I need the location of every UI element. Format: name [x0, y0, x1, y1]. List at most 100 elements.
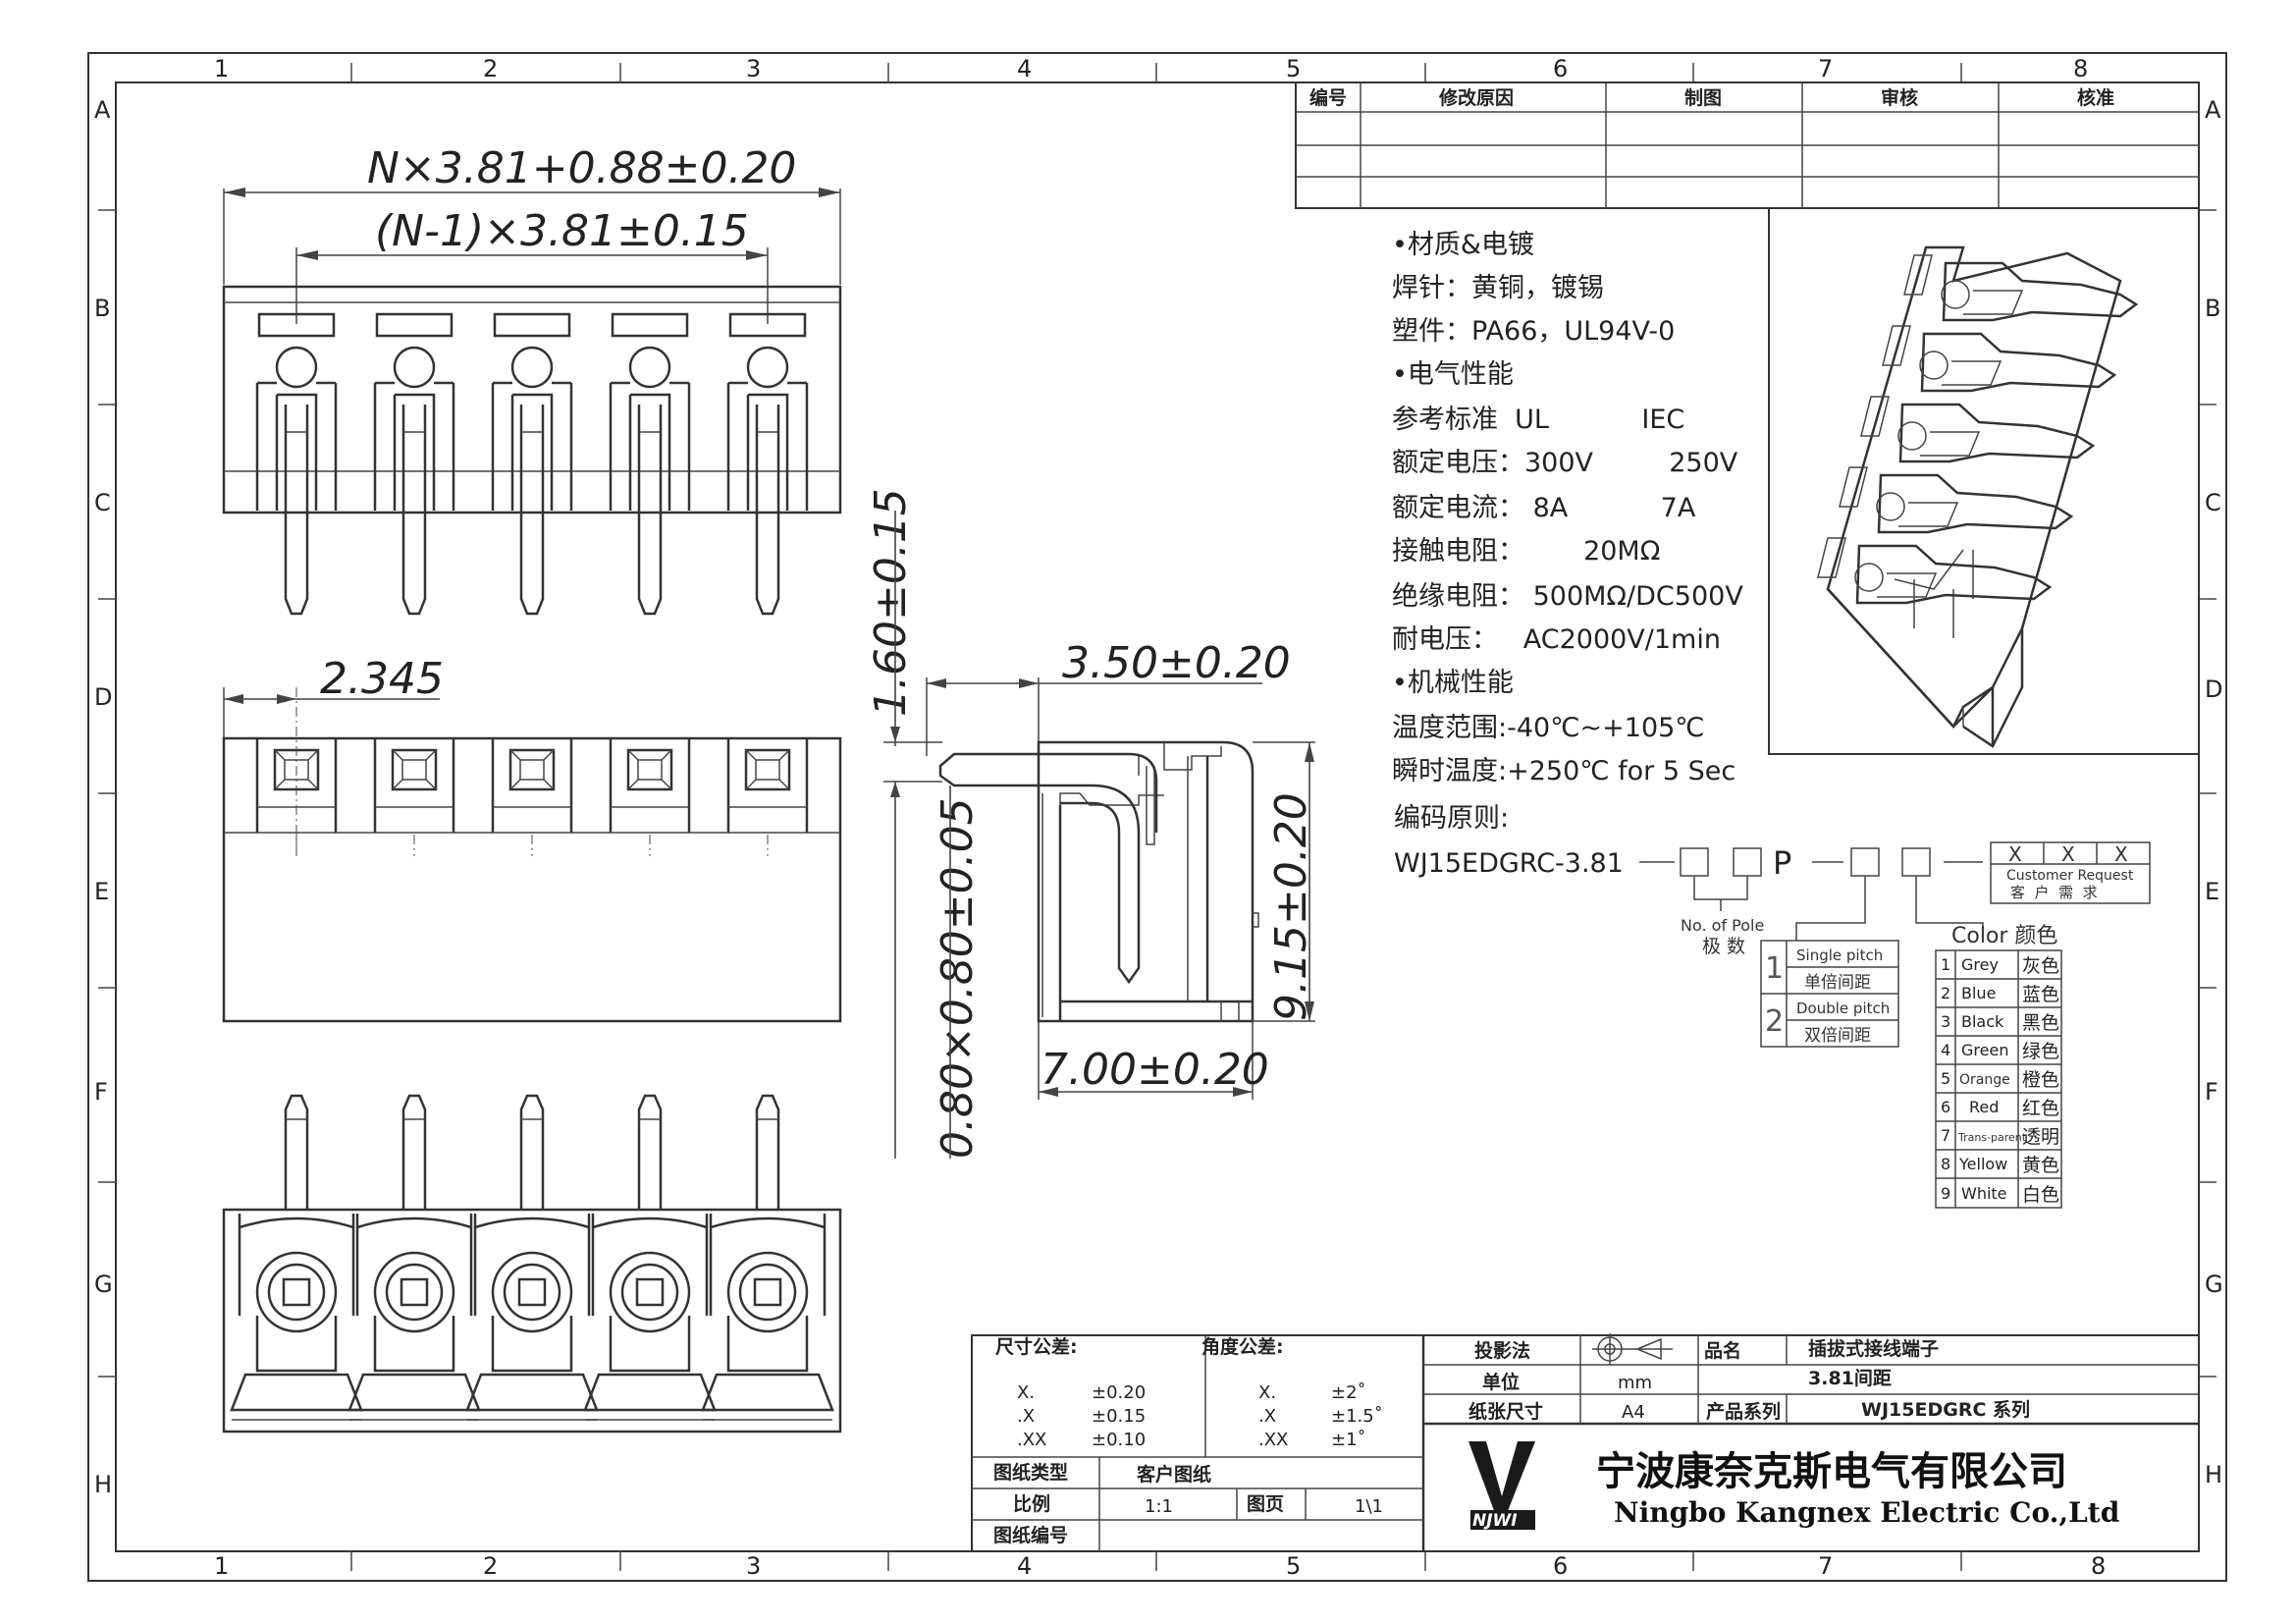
- color-row-6: 6 Red 红色: [1941, 1098, 2059, 1119]
- pitch-option-2-num: 2: [1765, 1004, 1784, 1039]
- color-8-cn: 黄色: [2022, 1155, 2059, 1176]
- angle-tol-k-2: .X: [1258, 1406, 1276, 1427]
- size-tol-k-3: .XX: [1017, 1430, 1046, 1450]
- color-1-en: Grey: [1961, 955, 1999, 974]
- color-1-num: 1: [1941, 955, 1950, 974]
- dim-overall-width: N×3.81+0.88±0.20: [367, 143, 796, 193]
- rear-view-cells: [230, 1094, 834, 1421]
- zone-row-h-right: H: [2205, 1461, 2222, 1488]
- color-2-num: 2: [1941, 984, 1950, 1002]
- rear-cell-2: [347, 1094, 481, 1421]
- angle-tol-k-3: .XX: [1258, 1430, 1288, 1450]
- top-slot-4: [609, 738, 691, 856]
- zone-col-8: 8: [2073, 55, 2088, 82]
- iso-slots: [1817, 254, 2139, 605]
- angle-tol-v-3: ±1˚: [1331, 1430, 1366, 1450]
- zone-row-g-right: G: [2205, 1271, 2223, 1298]
- color-4-en: Green: [1961, 1041, 2008, 1059]
- color-row-2: 2 Blue 蓝色: [1941, 984, 2059, 1005]
- pitch-option-1-cn: 单倍间距: [1804, 973, 1871, 993]
- size-tol-v-2: ±0.15: [1092, 1406, 1146, 1427]
- color-9-num: 9: [1941, 1184, 1950, 1203]
- drawing-type-value: 客户图纸: [1137, 1463, 1211, 1486]
- spec-line-13: 瞬时温度:+250℃ for 5 Sec: [1392, 756, 1735, 786]
- dim-edge-offset: 2.345: [320, 654, 444, 704]
- zone-col-3: 3: [746, 55, 761, 82]
- code-poles-cn: 极 数: [1702, 936, 1745, 957]
- projection-label: 投影法: [1474, 1339, 1530, 1362]
- pitch-option-2-cn: 双倍间距: [1804, 1026, 1871, 1046]
- drawing-type-label: 图纸类型: [993, 1461, 1068, 1484]
- front-pin-2: [373, 312, 455, 616]
- series-value: WJ15EDGRC 系列: [1861, 1399, 2030, 1421]
- scale-label: 比例: [1013, 1492, 1050, 1515]
- spec-line-1: •材质&电镀: [1392, 230, 1534, 260]
- zone-row-a: A: [94, 96, 111, 124]
- color-6-cn: 红色: [2022, 1098, 2059, 1119]
- color-3-en: Black: [1961, 1012, 2004, 1031]
- company-logo: [1468, 1441, 1535, 1530]
- product-name-label: 品名: [1704, 1339, 1741, 1362]
- title-block: 尺寸公差: X. ±0.20 .X ±0.15 .XX ±0.10 角度公差: …: [971, 1333, 2200, 1552]
- color-row-1: 1 Grey 灰色: [1941, 955, 2059, 977]
- angle-tolerance-label: 角度公差:: [1201, 1335, 1284, 1358]
- color-rows: 1 Grey 灰色 2 Blue 蓝色 3 Black 黑色: [1936, 955, 2061, 1206]
- front-pin-5: [726, 312, 809, 616]
- rev-header-checked: 审核: [1881, 86, 1918, 109]
- company-name-cn: 宁波康奈克斯电气有限公司: [1596, 1448, 2067, 1494]
- top-view: 2.345: [222, 654, 842, 1023]
- spec-line-10: 耐电压： AC2000V/1min: [1392, 624, 1721, 655]
- top-slot-2: [373, 738, 455, 856]
- spec-line-12: 温度范围:-40℃~+105℃: [1392, 713, 1705, 743]
- zone-row-a-right: A: [2205, 96, 2221, 124]
- scale-value: 1:1: [1145, 1496, 1173, 1517]
- color-3-cn: 黑色: [2022, 1012, 2059, 1034]
- pitch-option-1-en: Single pitch: [1796, 947, 1883, 964]
- page-label: 图页: [1247, 1493, 1284, 1515]
- size-tol-v-1: ±0.20: [1092, 1382, 1146, 1403]
- size-tol-k-2: .X: [1017, 1406, 1035, 1427]
- side-view: 1.60±0.15 0.80×0.80±0.05 3.50±0.20: [866, 488, 1316, 1159]
- zone-col-2-bottom: 2: [483, 1552, 498, 1580]
- rear-view: [222, 1094, 842, 1434]
- color-4-num: 4: [1941, 1041, 1950, 1059]
- front-view: N×3.81+0.88±0.20 (N-1)×3.81±0.15: [222, 143, 842, 616]
- drawing-number-label: 图纸编号: [993, 1524, 1068, 1546]
- zone-row-f: F: [94, 1078, 108, 1106]
- color-6-num: 6: [1941, 1098, 1950, 1116]
- spec-line-11: •机械性能: [1392, 668, 1514, 698]
- color-9-cn: 白色: [2022, 1184, 2059, 1206]
- revision-table: 编号 修改原因 制图 审核 核准: [1295, 81, 2200, 209]
- projection-symbol-icon: [1592, 1333, 1673, 1365]
- front-view-pins: [255, 312, 809, 616]
- zone-row-d-right: D: [2205, 676, 2222, 703]
- dim-side-depth: 3.50±0.20: [1062, 638, 1291, 688]
- code-x-2: X: [2061, 842, 2075, 866]
- zone-col-7-bottom: 7: [1818, 1552, 1833, 1580]
- spec-line-5: 参考标准 UL IEC: [1392, 405, 1684, 435]
- rear-cell-1: [230, 1094, 363, 1421]
- zone-col-5: 5: [1286, 55, 1301, 82]
- zone-row-c-right: C: [2205, 489, 2221, 516]
- rev-header-approved: 核准: [2077, 86, 2114, 109]
- color-row-7: 7 Trans-parent 透明: [1941, 1126, 2059, 1148]
- zone-row-d: D: [94, 683, 112, 711]
- zone-col-4-bottom: 4: [1017, 1552, 1032, 1580]
- color-2-cn: 蓝色: [2022, 984, 2059, 1005]
- front-pin-3: [491, 312, 573, 616]
- code-p-letter: P: [1773, 844, 1791, 882]
- color-row-3: 3 Black 黑色: [1941, 1012, 2059, 1034]
- rear-cell-5: [701, 1094, 834, 1421]
- rev-header-no: 编号: [1309, 86, 1347, 109]
- front-pin-1: [255, 312, 338, 616]
- zone-row-c: C: [94, 489, 111, 516]
- code-poles-en: No. of Pole: [1681, 916, 1764, 935]
- zone-col-8-bottom: 8: [2091, 1552, 2106, 1580]
- code-customer-request-en: Customer Request: [2006, 868, 2134, 884]
- zone-row-g: G: [94, 1271, 113, 1298]
- logo-text: NJWI: [1472, 1511, 1518, 1531]
- color-3-num: 3: [1941, 1012, 1950, 1031]
- zone-row-f-right: F: [2205, 1078, 2218, 1106]
- color-2-en: Blue: [1961, 984, 1996, 1002]
- zone-col-7: 7: [1818, 55, 1833, 82]
